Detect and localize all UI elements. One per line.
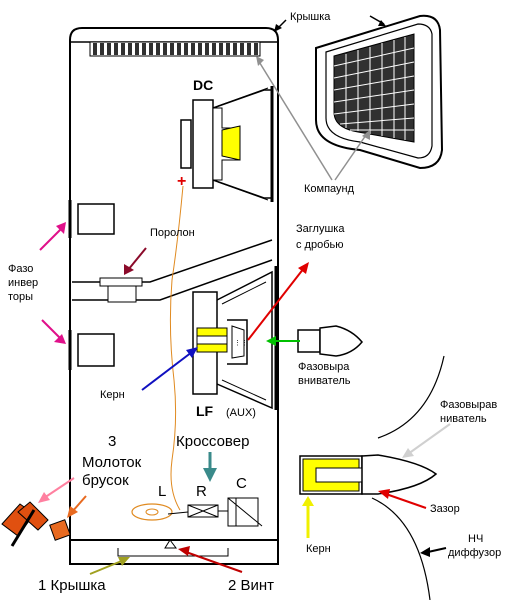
svg-text:⋮⋮: ⋮⋮	[234, 340, 248, 347]
capacitor-label: C	[236, 475, 247, 492]
internal-baffle	[72, 239, 273, 303]
screw-label: 2 Винт	[228, 577, 274, 594]
phase-inverter-top	[68, 200, 115, 238]
plug-label-1: Заглушка	[296, 223, 345, 235]
lf-label: LF	[196, 403, 214, 419]
detail-phase-arrow	[402, 448, 414, 458]
plug-label-2: с дробью	[296, 239, 344, 251]
lid-arrows	[274, 15, 386, 32]
signal-wire	[169, 185, 184, 511]
lf-cone-label-1: НЧ	[468, 533, 483, 545]
phase-plug-arrow	[266, 336, 276, 346]
phase-plug-external	[297, 325, 363, 357]
phase-plug-detail	[299, 355, 445, 600]
block-label: брусок	[82, 472, 129, 489]
hammer-label: Молоток	[82, 454, 142, 471]
phase-inverter-label-1: Фазо	[8, 263, 33, 275]
compound-arrows	[257, 59, 367, 181]
detail-phase-label-2: ниватель	[440, 413, 487, 425]
crossover-components	[131, 497, 263, 527]
plus-sign: +	[177, 173, 186, 190]
screw-arrow	[178, 546, 190, 556]
crossover-arrow	[203, 468, 217, 482]
lf-cone-arrow	[420, 547, 430, 557]
detail-core-arrow	[302, 496, 314, 506]
phase-inverter-arrow-bottom	[54, 334, 66, 344]
foam-arrow	[124, 264, 134, 275]
phase-inverter-label-3: торы	[8, 291, 33, 303]
gap-label: Зазор	[430, 503, 460, 515]
lid-top-label: Крышка	[290, 11, 331, 23]
phase-inverter-label-2: инвер	[8, 277, 38, 289]
phase-inverter-bottom	[68, 330, 115, 370]
lid-bottom-label: 1 Крышка	[38, 577, 106, 594]
resistor-label: R	[196, 483, 207, 500]
detail-core-label: Керн	[306, 543, 331, 555]
step3-label: 3	[108, 433, 116, 450]
block-arrow	[67, 506, 78, 518]
core-arrow	[186, 347, 198, 358]
coil-label: L	[158, 483, 166, 500]
phase-plug-label-2: вниватель	[298, 375, 351, 387]
lid-detail	[315, 14, 444, 170]
bottom-lid	[69, 539, 279, 565]
detail-phase-label-1: Фазовырав	[440, 399, 497, 411]
crossover-label: Кроссовер	[176, 433, 249, 450]
phase-inverter-arrow-top	[56, 222, 66, 234]
foam-label: Поролон	[150, 227, 195, 239]
dc-speaker	[180, 86, 274, 202]
dc-label: DC	[193, 77, 213, 93]
core-label: Керн	[100, 389, 125, 401]
aux-label: (AUX)	[226, 407, 256, 419]
lf-cone-label-2: диффузор	[448, 547, 501, 559]
gap-arrow	[378, 489, 390, 499]
hammer-icon	[1, 501, 49, 547]
hammer-arrow	[38, 492, 50, 503]
plug-arrow	[298, 262, 309, 274]
top-grille	[89, 41, 261, 57]
block-icon	[49, 519, 71, 541]
lid-bottom-arrow	[118, 557, 130, 566]
phase-plug-label-1: Фазовыра	[298, 361, 350, 373]
compound-label: Компаунд	[304, 183, 355, 195]
